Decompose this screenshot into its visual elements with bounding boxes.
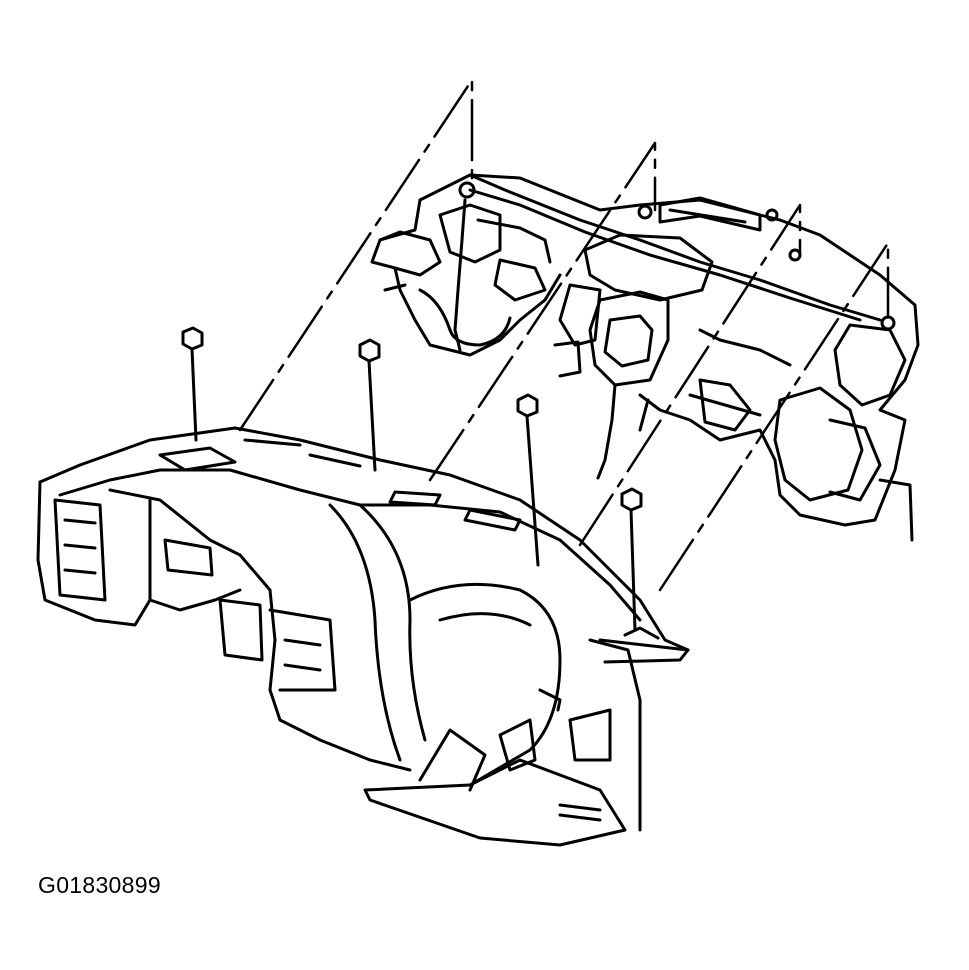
bolt-1 [181,326,204,442]
mounting-bolts [181,326,643,632]
instrument-panel [36,426,690,847]
alignment-leader-lines [238,78,890,592]
bolt-4 [620,487,643,632]
figure-code-label: G01830899 [38,872,161,898]
cross-car-beam-assembly [370,173,920,542]
bolt-2 [358,338,381,472]
bolt-3 [516,393,540,567]
